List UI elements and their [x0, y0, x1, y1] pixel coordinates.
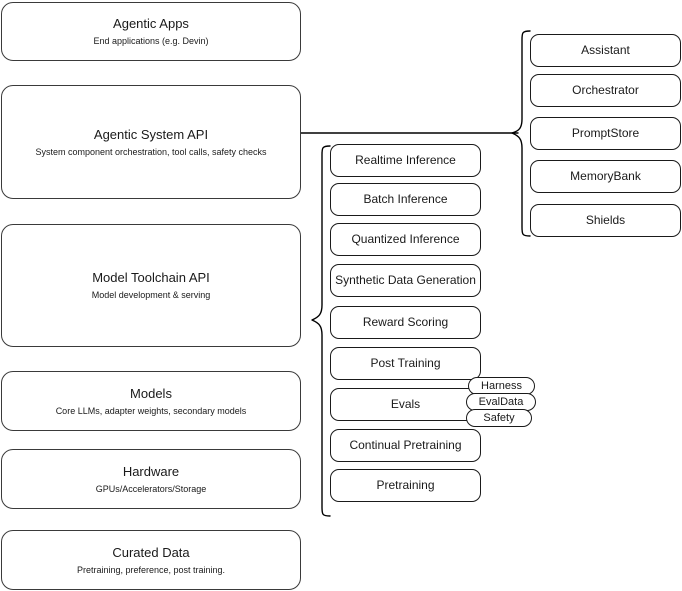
- capability-synthetic-data-generation[interactable]: Synthetic Data Generation: [330, 264, 481, 297]
- layer-subtitle: Pretraining, preference, post training.: [76, 564, 226, 575]
- layer-subtitle: System component orchestration, tool cal…: [35, 146, 267, 157]
- layer-title: Models: [130, 385, 172, 401]
- bracket-system-components: [511, 30, 531, 237]
- layer-title: Model Toolchain API: [92, 270, 210, 285]
- capability-continual-pretraining[interactable]: Continual Pretraining: [330, 429, 481, 462]
- bracket-toolchain-capabilities: [311, 145, 331, 517]
- capability-post-training[interactable]: Post Training: [330, 347, 481, 380]
- layer-title: Hardware: [122, 463, 180, 479]
- layer-subtitle: Model development & serving: [91, 290, 211, 300]
- layer-agentic-apps[interactable]: Agentic Apps End applications (e.g. Devi…: [1, 2, 301, 61]
- capability-reward-scoring[interactable]: Reward Scoring: [330, 306, 481, 339]
- capability-batch-inference[interactable]: Batch Inference: [330, 183, 481, 216]
- layer-title: Agentic System API: [93, 126, 209, 142]
- layer-title: Agentic Apps: [113, 16, 189, 31]
- layer-model-toolchain-api[interactable]: Model Toolchain API Model development & …: [1, 224, 301, 347]
- capability-realtime-inference[interactable]: Realtime Inference: [330, 144, 481, 177]
- layer-curated-data[interactable]: Curated Data Pretraining, preference, po…: [1, 530, 301, 590]
- capability-evals[interactable]: Evals: [330, 388, 481, 421]
- layer-models[interactable]: Models Core LLMs, adapter weights, secon…: [1, 371, 301, 431]
- layer-subtitle: GPUs/Accelerators/Storage: [95, 483, 207, 494]
- layer-hardware[interactable]: Hardware GPUs/Accelerators/Storage: [1, 449, 301, 509]
- component-assistant[interactable]: Assistant: [530, 34, 681, 67]
- layer-title: Curated Data: [112, 544, 190, 560]
- component-promptstore[interactable]: PromptStore: [530, 117, 681, 150]
- evals-badge-safety[interactable]: Safety: [466, 409, 532, 427]
- layer-agentic-system-api[interactable]: Agentic System API System component orch…: [1, 85, 301, 199]
- component-shields[interactable]: Shields: [530, 204, 681, 237]
- capability-pretraining[interactable]: Pretraining: [330, 469, 481, 502]
- layer-subtitle: Core LLMs, adapter weights, secondary mo…: [55, 405, 247, 416]
- capability-quantized-inference[interactable]: Quantized Inference: [330, 223, 481, 256]
- component-orchestrator[interactable]: Orchestrator: [530, 74, 681, 107]
- component-memorybank[interactable]: MemoryBank: [530, 160, 681, 193]
- layer-subtitle: End applications (e.g. Devin): [93, 36, 209, 46]
